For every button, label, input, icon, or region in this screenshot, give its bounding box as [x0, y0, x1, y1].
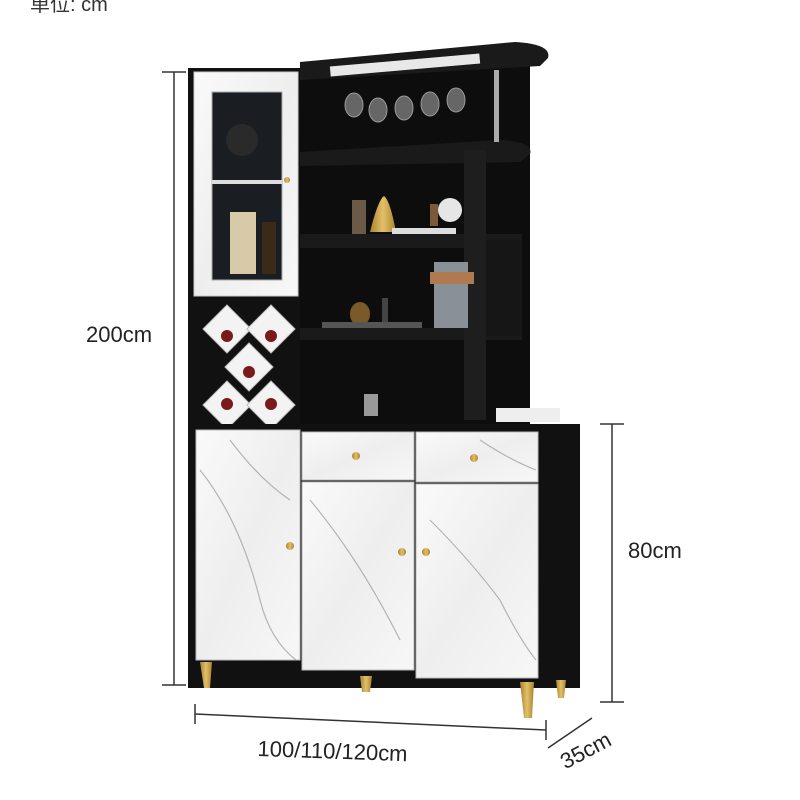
- wine-rack: [194, 300, 298, 430]
- lower-cabinet: [188, 424, 580, 718]
- width-label: 100/110/120cm: [257, 736, 408, 767]
- glass-door-cabinet: [193, 71, 299, 297]
- height-cabinet-label: 80cm: [628, 538, 682, 563]
- unit-label: 单位: cm: [30, 0, 108, 16]
- height-total-label: 200cm: [86, 322, 153, 347]
- dimension-lines: [162, 71, 624, 749]
